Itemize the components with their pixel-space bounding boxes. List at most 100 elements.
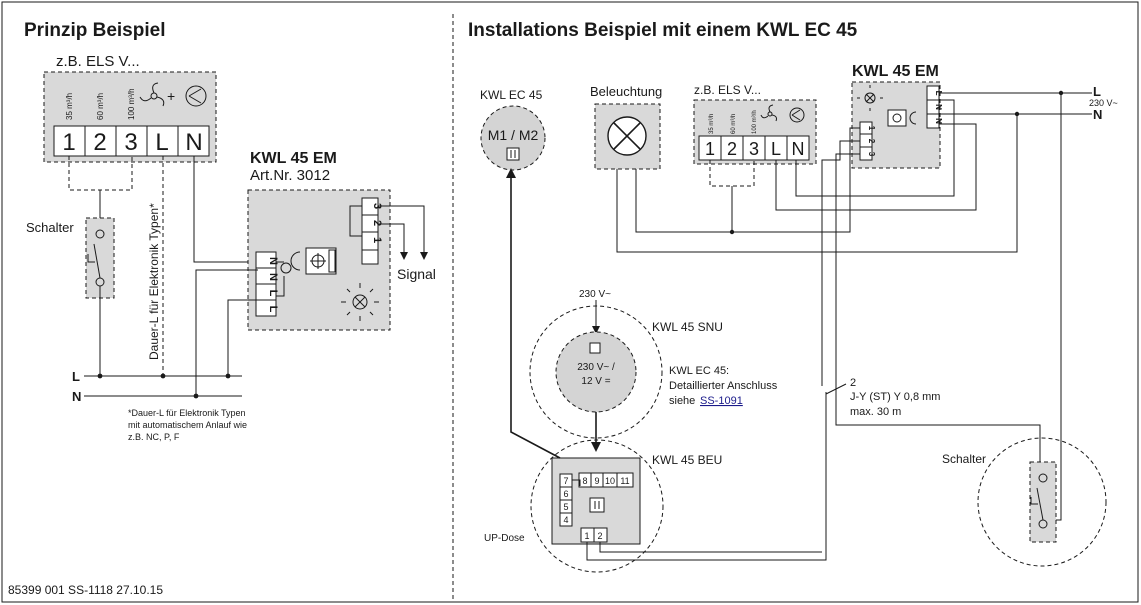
right-lamp-icon (857, 85, 883, 111)
kwl-ec-inner: M1 / M2 (488, 127, 539, 143)
junction-dot (97, 373, 103, 379)
wire-switch-module (835, 153, 1041, 476)
bus-icon (506, 147, 520, 161)
light-label: Beleuchtung (590, 84, 662, 99)
left-speed-3: 100 m³/h (127, 88, 136, 120)
beu-term-8: 8 (582, 476, 587, 486)
footnote-line-3: z.B. NC, P, F (128, 432, 180, 442)
right-speed-2: 60 m³/h (731, 114, 737, 134)
snu-supply-label: 230 V~ (579, 289, 611, 300)
light-bulb-icon (607, 116, 647, 156)
left-term-L: L (155, 129, 168, 156)
lamp-icon (341, 283, 379, 321)
note-link[interactable]: SS-1091 (700, 395, 743, 407)
left-switch-label: Schalter (26, 220, 74, 235)
beu-term-9: 9 (594, 476, 599, 486)
right-switch-label: Schalter (942, 452, 986, 466)
right-module-term-3: 3 (867, 152, 876, 157)
note-see: siehe (669, 395, 695, 407)
left-terminal-strip: 1 2 3 L N (53, 125, 210, 157)
left-term-N: N (185, 129, 202, 156)
note-title: KWL EC 45: (669, 365, 729, 377)
left-wire-N (193, 156, 258, 263)
left-term-2: 2 (93, 129, 106, 156)
right-term-2: 2 (727, 139, 737, 159)
beu-bus-icon (589, 497, 605, 513)
arrow-icon (592, 326, 600, 334)
junction-dot (729, 229, 735, 235)
left-switch[interactable] (85, 217, 115, 376)
wire-switch-L (1048, 93, 1062, 521)
signal-label: Signal (397, 266, 436, 282)
beu-term-1: 1 (584, 531, 589, 541)
left-module-art: Art.Nr. 3012 (250, 167, 330, 184)
wire-L-controller (775, 123, 977, 211)
left-module-N-wire (195, 269, 258, 396)
right-module-term-L: L (934, 91, 943, 96)
right-sensor-icon (887, 109, 917, 127)
footnote-line-2: mit automatischem Anlauf wie (128, 420, 247, 430)
left-module-relay (349, 205, 362, 237)
left-line-L-label: L (72, 369, 80, 384)
right-title: Installations Beispiel mit einem KWL EC … (468, 20, 858, 41)
right-module-left-terminals: 1 2 3 (859, 121, 876, 161)
fan-icon (139, 82, 165, 107)
left-speed-1: 35 m³/h (65, 93, 74, 120)
left-module-term-L1: L (267, 290, 279, 297)
beu-label: KWL 45 BEU (652, 453, 722, 467)
beu-term-5: 5 (563, 502, 568, 512)
wire-bus-module (821, 140, 860, 386)
cable-marker (825, 383, 847, 395)
snu-inner-line-1: 230 V~ / (577, 362, 615, 373)
right-module-term-2: 2 (867, 139, 876, 144)
left-module-right-terminals: 3 2 1 (361, 197, 383, 265)
beu-term-10: 10 (605, 476, 615, 486)
cable-count: 2 (850, 377, 856, 389)
left-module-term-N1: N (267, 257, 279, 265)
left-module-L-wire (227, 299, 258, 376)
beu-bus-wire-2 (599, 542, 822, 553)
beu-bus-wire-1 (586, 392, 827, 561)
beu-term-2: 2 (597, 531, 602, 541)
signal-wire-2 (378, 223, 405, 258)
right-switch[interactable] (1029, 461, 1057, 543)
left-term-3: 3 (124, 129, 137, 156)
right-speed-1: 35 m³/h (709, 114, 715, 134)
right-module-title: KWL 45 EM (852, 63, 939, 80)
right-line-L-label: L (1093, 84, 1101, 99)
left-line-N-label: N (72, 389, 81, 404)
updose-label: UP-Dose (484, 533, 525, 544)
right-terminal-strip: 1 2 3 L N (698, 135, 810, 161)
snu-inner-circle (555, 331, 637, 413)
wire-light-switch (635, 127, 860, 233)
right-module-term-N1: N (934, 104, 943, 110)
left-title: Prinzip Beispiel (24, 20, 165, 41)
wire-N-controller (795, 99, 955, 197)
left-module-term-L2: L (267, 306, 279, 313)
left-controller-label: z.B. ELS V... (56, 53, 140, 70)
left-vertical-label: Dauer-L für Elektronik Typen* (147, 203, 161, 360)
right-motor-icon (789, 107, 805, 123)
left-module-term-N2: N (267, 273, 279, 281)
right-module-term-1: 1 (867, 126, 876, 131)
right-speed-3: 100 m³/h (752, 110, 758, 134)
left-module-term-2: 2 (371, 220, 383, 226)
right-term-N: N (792, 139, 805, 159)
kwl-ec-circle (480, 105, 546, 171)
snu-inner-line-2: 12 V = (581, 376, 610, 387)
left-term-1: 1 (62, 129, 75, 156)
left-module-left-terminals: N N L L (255, 251, 279, 317)
footnote-line-1: *Dauer-L für Elektronik Typen (128, 408, 246, 418)
motor-icon (185, 85, 207, 107)
signal-arrows (400, 252, 428, 260)
left-module-L-bridge (276, 276, 285, 297)
right-term-L: L (771, 139, 781, 159)
beu-term-11: 11 (620, 476, 629, 486)
right-controller-label: z.B. ELS V... (694, 83, 761, 97)
beu-term-4: 4 (563, 515, 568, 525)
beu-top-terminals: 8 9 10 11 (578, 472, 634, 488)
right-module-term-N2: N (934, 118, 943, 124)
